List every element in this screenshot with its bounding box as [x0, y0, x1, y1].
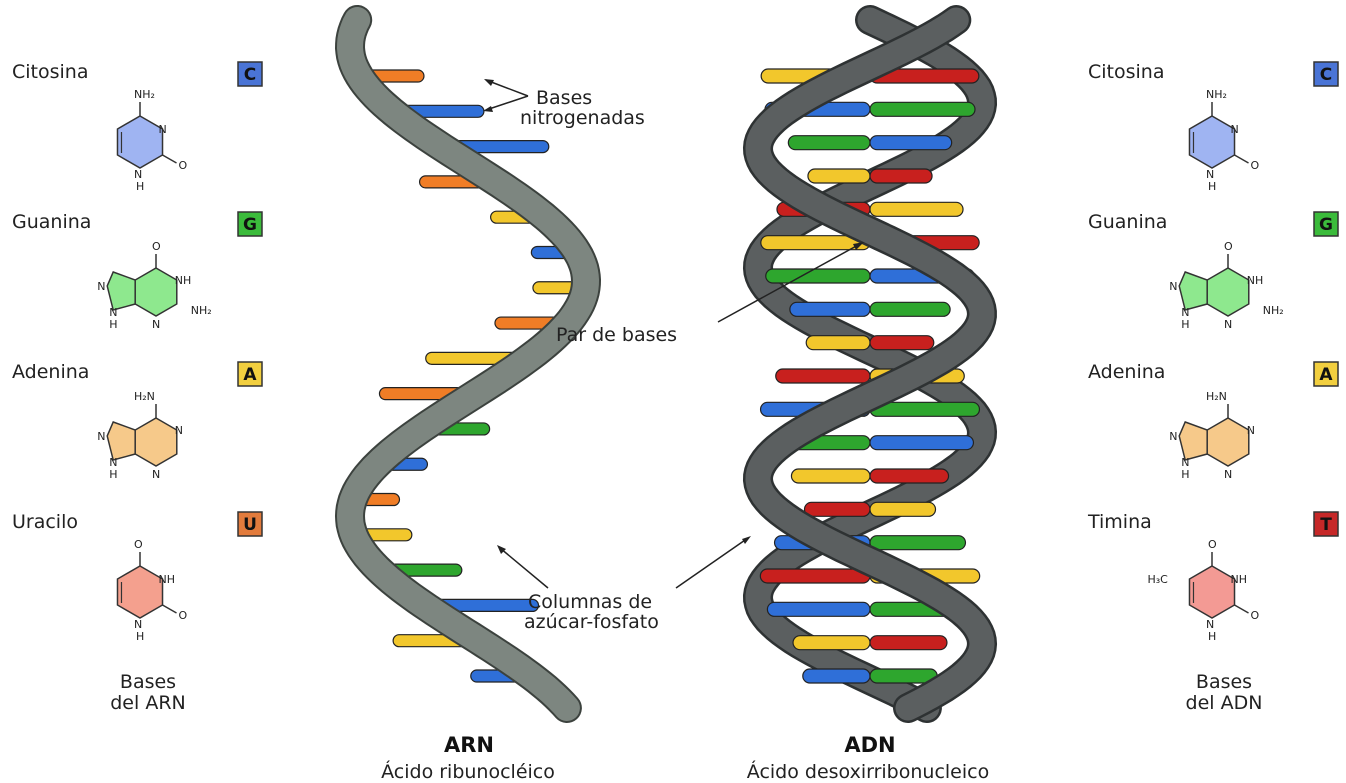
atom-label: O	[1208, 538, 1217, 551]
atom-label: H₂N	[134, 390, 155, 403]
base-letter: T	[1320, 515, 1332, 535]
rna-subtitle: Ácido ribunocléico	[381, 760, 555, 783]
base-name: Guanina	[12, 211, 91, 233]
atom-label: NH₂	[134, 88, 155, 101]
atom-label: O	[1251, 159, 1260, 172]
atom-label: H₂N	[1206, 390, 1227, 403]
atom-label: N	[1169, 280, 1177, 293]
atom-label: H	[1181, 468, 1189, 481]
base-letter: C	[1320, 65, 1332, 85]
atom-label: NH	[1231, 573, 1248, 586]
atom-label: N	[1231, 123, 1239, 136]
rna-bases-panel: CitosinaCNH₂NNHOGuaninaGONHNH₂NNNHAdenin…	[12, 61, 262, 643]
atom-label: N	[152, 468, 160, 481]
atom-label: NH	[175, 274, 192, 287]
atom-label: N	[1169, 430, 1177, 443]
atom-label: N	[1224, 318, 1232, 331]
atom-label: N	[1247, 424, 1255, 437]
atom-label: N	[159, 123, 167, 136]
atom-label: O	[1224, 240, 1233, 253]
atom-label: NH	[159, 573, 176, 586]
dna-base-pair	[790, 302, 950, 316]
base-name: Citosina	[12, 61, 88, 83]
bases-nitrogenadas-label-1: Bases	[536, 87, 592, 109]
base-name: Guanina	[1088, 211, 1167, 233]
atom-label: H	[136, 180, 144, 193]
atom-label: O	[179, 159, 188, 172]
atom-label: O	[134, 538, 143, 551]
atom-label: H₃C	[1147, 573, 1168, 586]
atom-label: NH	[1247, 274, 1264, 287]
base-name: Uracilo	[12, 511, 78, 533]
atom-label: O	[179, 609, 188, 622]
atom-label: N	[1224, 468, 1232, 481]
atom-label: H	[1208, 630, 1216, 643]
atom-label: NH₂	[191, 304, 212, 317]
rna-title: ARN	[444, 733, 494, 757]
atom-label: N	[97, 430, 105, 443]
columnas-label-2: azúcar-fosfato	[524, 611, 659, 633]
rna-bases-caption-1: Bases	[120, 671, 176, 693]
dna-title: ADN	[844, 733, 895, 757]
base-letter: A	[243, 365, 257, 385]
dna-base-pair	[791, 469, 948, 483]
atom-label: O	[1251, 609, 1260, 622]
dna-double-helix	[758, 20, 982, 708]
bases-nitrogenadas-label-2: nitrogenadas	[520, 107, 645, 129]
atom-label: H	[1181, 318, 1189, 331]
dna-base-pair	[793, 636, 947, 650]
callout-columnas: Columnas de azúcar-fosfato	[497, 536, 751, 633]
base-letter: A	[1319, 365, 1333, 385]
callout-bases-nitrogenadas: Bases nitrogenadas	[483, 79, 645, 129]
atom-label: O	[152, 240, 161, 253]
atom-label: NH₂	[1263, 304, 1284, 317]
atom-label: N	[175, 424, 183, 437]
dna-bases-caption-2: del ADN	[1186, 692, 1263, 714]
atom-label: H	[109, 468, 117, 481]
base-name: Citosina	[1088, 61, 1164, 83]
base-letter: G	[243, 215, 257, 235]
dna-base-pair	[788, 136, 951, 150]
base-name: Adenina	[1088, 361, 1165, 383]
base-letter: C	[244, 65, 256, 85]
rna-bases-caption-2: del ARN	[110, 692, 185, 714]
atom-label: N	[152, 318, 160, 331]
dna-subtitle: Ácido desoxirribonucleico	[747, 760, 989, 783]
par-de-bases-label: Par de bases	[556, 324, 677, 346]
columnas-label-1: Columnas de	[528, 591, 652, 613]
atom-label: H	[136, 630, 144, 643]
base-letter: U	[243, 515, 257, 535]
base-letter: G	[1319, 215, 1333, 235]
atom-label: NH₂	[1206, 88, 1227, 101]
dna-bases-caption-1: Bases	[1196, 671, 1252, 693]
base-name: Timina	[1087, 511, 1152, 533]
atom-label: N	[97, 280, 105, 293]
atom-label: H	[109, 318, 117, 331]
base-name: Adenina	[12, 361, 89, 383]
atom-label: H	[1208, 180, 1216, 193]
